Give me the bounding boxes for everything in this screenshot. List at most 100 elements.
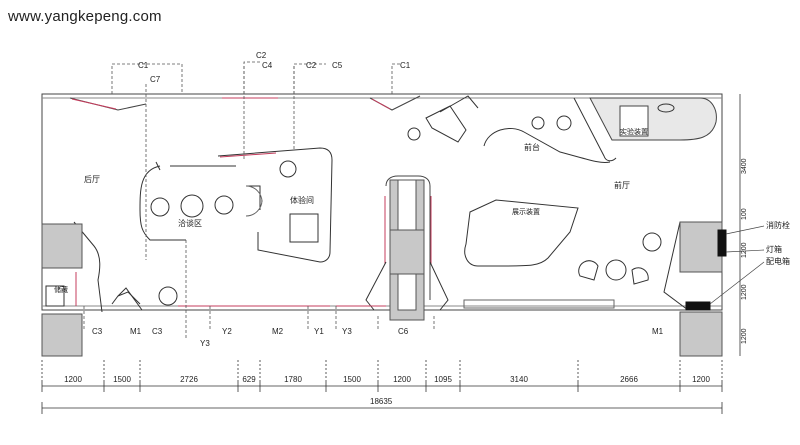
- dim-right-d1: 1200: [741, 242, 748, 258]
- dim-label: 1095: [434, 375, 452, 384]
- chair-left: [150, 197, 170, 217]
- label-rear-hall: 后厅: [84, 174, 100, 184]
- reception-plant: [407, 127, 421, 141]
- top-right-wedge: [439, 95, 479, 113]
- mark-y1: Y1: [314, 327, 324, 336]
- reception-counter: [483, 128, 611, 163]
- mark-m2: M2: [272, 327, 284, 336]
- glass-right-red: [371, 98, 391, 110]
- label-experience: 体验间: [290, 195, 314, 205]
- lower-left-corner: [117, 291, 141, 305]
- mark-m1-left: M1: [130, 327, 142, 336]
- dimension-ticks: [41, 360, 723, 414]
- reception-wedge: [425, 105, 467, 143]
- column-outline: [385, 175, 431, 300]
- front-table: [605, 259, 627, 281]
- label-light-box: 灯箱: [766, 244, 782, 254]
- left-block-bottom: [41, 313, 83, 357]
- dim-total-label: 18635: [370, 397, 393, 406]
- experiment-area: [589, 97, 717, 141]
- experience-room-wall: [217, 147, 333, 263]
- experiment-oval: [657, 103, 675, 113]
- site-watermark: www.yangkepeng.com: [8, 8, 162, 25]
- front-chair-2: [631, 267, 649, 285]
- label-negotiation: 洽谈区: [178, 218, 202, 228]
- front-chair-1: [578, 260, 599, 281]
- column-gray-mid: [389, 229, 425, 275]
- table-negotiation: [180, 194, 204, 218]
- dim-label: 1500: [343, 375, 361, 384]
- mark-c4: C4: [262, 61, 273, 70]
- dim-right-small: 100: [741, 208, 748, 220]
- dim-label: 1200: [64, 375, 82, 384]
- bottom-dimension-labels: 1200 1500 2726 629 1780 1500 1200 1095 3140 2666 1…: [64, 375, 710, 384]
- mark-c2-mid: C2: [306, 61, 317, 70]
- negotiation-wall: [155, 161, 236, 171]
- leader-fire: [725, 225, 765, 235]
- door-swing-2: [245, 199, 263, 217]
- dim-label: 1200: [692, 375, 710, 384]
- mark-c3-left: C3: [92, 327, 103, 336]
- fire-hydrant-box: [717, 229, 727, 257]
- experience-glass: [219, 152, 277, 158]
- experience-display: [289, 213, 319, 243]
- mark-m1-right: M1: [652, 327, 664, 336]
- label-front-hall: 前厅: [614, 180, 630, 190]
- label-fire-hydrant: 消防栓: [766, 220, 790, 230]
- leader-c1-right: [391, 63, 400, 94]
- storage-box: [45, 285, 65, 307]
- dim-label: 2726: [180, 375, 198, 384]
- facade-left: [69, 97, 147, 111]
- column-flare-left: [365, 261, 387, 311]
- label-storage: 储藏: [54, 285, 68, 294]
- left-block-top: [41, 223, 83, 269]
- dim-right-d2: 1200: [741, 284, 748, 300]
- mark-y3-right: Y3: [342, 327, 352, 336]
- dim-label: 1500: [113, 375, 131, 384]
- mark-y2: Y2: [222, 327, 232, 336]
- mark-y3-left: Y3: [200, 339, 210, 348]
- label-electric-box: 配电箱: [766, 256, 790, 266]
- mark-c2-top: C2: [256, 51, 267, 60]
- leader-electric: [709, 261, 765, 305]
- chair-right: [214, 195, 234, 215]
- mark-c1-right: C1: [400, 61, 411, 70]
- plant-front: [642, 232, 662, 252]
- dim-label: 629: [242, 375, 256, 384]
- label-reception: 前台: [524, 142, 540, 152]
- outer-wall: [41, 93, 723, 311]
- lower-left-bend: [111, 287, 143, 311]
- dim-label: 3140: [510, 375, 528, 384]
- door-swing: [245, 185, 263, 203]
- right-block-bottom: [679, 311, 723, 357]
- front-right-wall: [663, 221, 689, 311]
- lower-left-wall: [73, 221, 103, 313]
- reception-stool-2: [556, 115, 572, 131]
- dim-label: 1780: [284, 375, 302, 384]
- dim-right-d3: 1200: [741, 328, 748, 344]
- reception-stool-1: [531, 116, 545, 130]
- dim-right-top: 3400: [741, 158, 748, 174]
- experiment-box: [619, 105, 649, 137]
- mark-c5: C5: [332, 61, 343, 70]
- dim-label: 2666: [620, 375, 638, 384]
- leader-light: [725, 249, 765, 253]
- display-device: [464, 199, 579, 267]
- label-experiment: 实验装置: [620, 127, 648, 136]
- rear-hall-curve: [139, 165, 186, 241]
- experience-plant: [279, 160, 297, 178]
- mark-c6: C6: [398, 327, 409, 336]
- right-block-top: [679, 221, 723, 273]
- mark-c7: C7: [150, 75, 161, 84]
- reception-curve: [573, 97, 617, 162]
- leader-c1-left: [111, 63, 183, 94]
- glass-left-red: [71, 98, 117, 110]
- mark-c1-left: C1: [138, 61, 149, 70]
- column-flare-right: [429, 261, 449, 311]
- label-display: 展示装置: [512, 207, 540, 216]
- plant-bottom-left: [158, 286, 178, 306]
- front-bench: [463, 299, 615, 309]
- dim-label: 1200: [393, 375, 411, 384]
- leader-c2-c4: [243, 61, 260, 94]
